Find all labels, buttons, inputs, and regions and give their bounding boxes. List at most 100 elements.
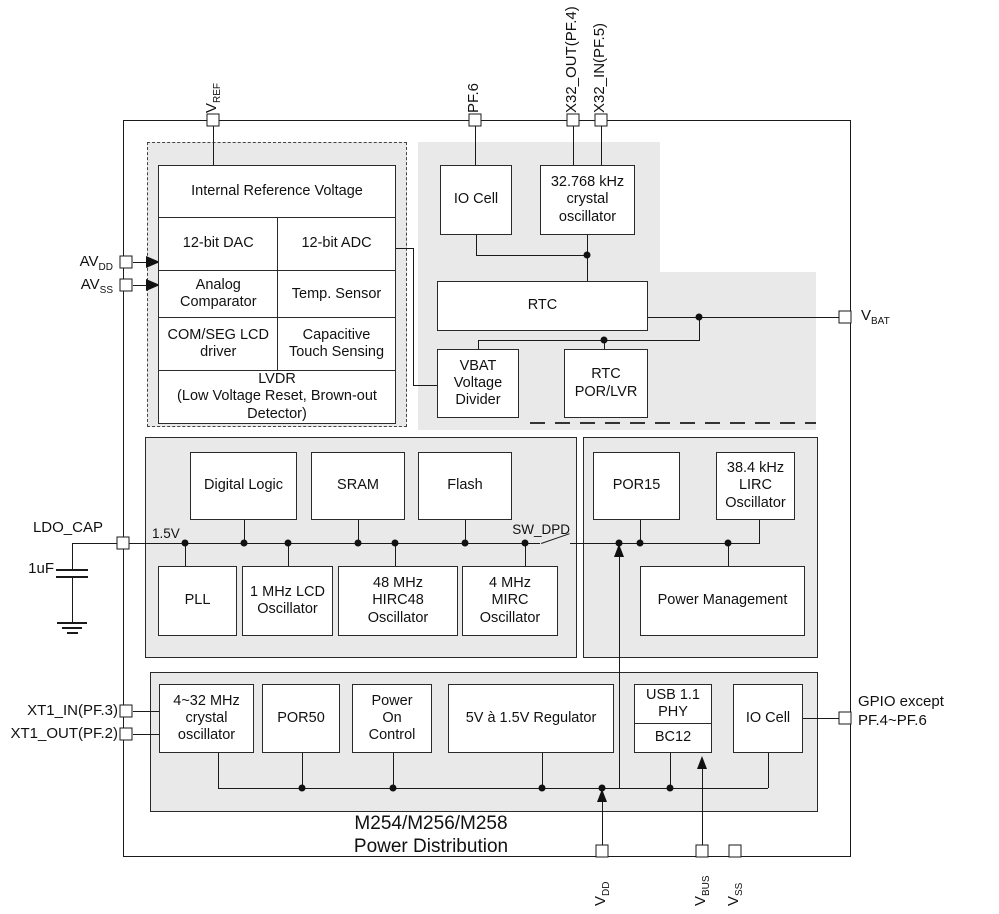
wire-ldo-left bbox=[72, 543, 117, 544]
pin-xt1-out bbox=[119, 727, 133, 741]
block-analog-comparator: Analog Comparator bbox=[158, 270, 279, 319]
block-internal-reference-voltage: Internal Reference Voltage bbox=[158, 165, 396, 218]
capacitor-plate-bottom bbox=[56, 576, 88, 578]
wire-avss bbox=[133, 285, 148, 286]
wire-pf6 bbox=[475, 126, 476, 166]
riser-power-mgmt bbox=[728, 543, 729, 567]
wire-iocell-elbow bbox=[476, 255, 588, 256]
ground-bar-2 bbox=[62, 627, 82, 629]
block-digital-logic: Digital Logic bbox=[190, 452, 297, 520]
riser-flash bbox=[465, 520, 466, 544]
vdd-feed-arrowhead bbox=[613, 544, 624, 557]
label-vref: VREF bbox=[203, 82, 223, 113]
junction-dot bbox=[598, 784, 606, 792]
junction-dot bbox=[636, 539, 644, 547]
wire-iocell-down bbox=[476, 235, 477, 256]
wire-x32in bbox=[601, 126, 602, 166]
capacitor-plate-top bbox=[56, 569, 88, 571]
rail-1v5-left bbox=[129, 543, 540, 544]
riser-pll bbox=[185, 543, 186, 566]
block-lcd-driver: COM/SEG LCD driver bbox=[158, 317, 279, 372]
block-touch-sensing: Capacitive Touch Sensing bbox=[277, 317, 396, 372]
block-hirc48: 48 MHz HIRC48 Oscillator bbox=[338, 566, 458, 636]
wire-adc-out bbox=[396, 248, 413, 249]
pin-avdd bbox=[119, 255, 133, 269]
avdd-arrowhead bbox=[146, 255, 160, 268]
block-rtc-por-lvr: RTC POR/LVR bbox=[564, 349, 648, 418]
ground-bar-3 bbox=[67, 632, 78, 634]
pin-avss bbox=[119, 278, 133, 292]
block-regulator: 5V à 1.5V Regulator bbox=[448, 684, 614, 753]
block-rtc: RTC bbox=[437, 281, 648, 331]
junction-dot bbox=[284, 539, 292, 547]
rail-1v5-right bbox=[570, 543, 759, 544]
wire-cap-bottom bbox=[72, 578, 73, 622]
riser-digital-logic bbox=[244, 520, 245, 544]
avss-arrowhead bbox=[146, 278, 160, 291]
label-xt1-out: XT1_OUT(PF.2) bbox=[10, 725, 118, 742]
riser-poc bbox=[393, 753, 394, 788]
pin-vbat bbox=[838, 310, 852, 324]
block-bc12: BC12 bbox=[634, 722, 712, 753]
wire-xtal32-rtc bbox=[587, 235, 588, 282]
junction-dot bbox=[240, 539, 248, 547]
label-x32in: X32_IN(PF.5) bbox=[591, 22, 608, 113]
riser-mirc bbox=[525, 543, 526, 566]
label-vbat: VBAT bbox=[861, 307, 890, 327]
vdd-pin-arrowhead bbox=[596, 789, 607, 802]
junction-dot bbox=[724, 539, 732, 547]
wire-adc-vertical bbox=[413, 248, 414, 386]
junction-dot bbox=[600, 336, 608, 344]
pin-vbus bbox=[695, 844, 709, 858]
riser-por50 bbox=[302, 753, 303, 788]
riser-regulator bbox=[542, 753, 543, 788]
junction-dot bbox=[354, 539, 362, 547]
wire-to-vbat-divider bbox=[478, 340, 479, 350]
junction-dot bbox=[695, 313, 703, 321]
label-sw-dpd: SW_DPD bbox=[512, 522, 570, 537]
pin-ldo-cap bbox=[116, 536, 130, 550]
riser-bc12 bbox=[670, 753, 671, 788]
block-12bit-adc: 12-bit ADC bbox=[277, 216, 396, 272]
riser-sram bbox=[358, 520, 359, 544]
wire-vref bbox=[213, 126, 214, 166]
label-avss: AVSS bbox=[80, 276, 113, 296]
block-power-management: Power Management bbox=[640, 566, 805, 636]
block-usb-phy: USB 1.1 PHY bbox=[634, 684, 712, 724]
label-ldo-cap: LDO_CAP bbox=[32, 519, 103, 536]
riser-por15 bbox=[640, 520, 641, 544]
block-io-cell-bottom: IO Cell bbox=[733, 684, 803, 753]
junction-dot bbox=[298, 784, 306, 792]
vbus-arrowhead bbox=[696, 756, 707, 769]
label-vbus: VBUS bbox=[692, 875, 712, 906]
pin-x32out bbox=[566, 113, 580, 127]
block-lcd-osc: 1 MHz LCD Oscillator bbox=[242, 566, 333, 636]
pin-x32in bbox=[594, 113, 608, 127]
wire-vbus-pin bbox=[702, 768, 703, 845]
pin-vdd bbox=[595, 844, 609, 858]
block-sram: SRAM bbox=[311, 452, 405, 520]
riser-lcd-osc bbox=[288, 543, 289, 566]
block-mirc: 4 MHz MIRC Oscillator bbox=[462, 566, 558, 636]
pin-vref bbox=[206, 113, 220, 127]
wire-vdd-pin bbox=[602, 801, 603, 845]
label-rail-voltage: 1.5V bbox=[152, 526, 180, 541]
riser-lirc bbox=[759, 520, 760, 544]
label-pf6: PF.6 bbox=[465, 82, 482, 113]
junction-dot bbox=[583, 251, 591, 259]
block-io-cell-top: IO Cell bbox=[440, 165, 512, 235]
riser-hirc48 bbox=[395, 543, 396, 566]
junction-dot bbox=[666, 784, 674, 792]
block-power-on-control: Power On Control bbox=[352, 684, 432, 753]
block-temp-sensor: Temp. Sensor bbox=[277, 270, 396, 319]
label-capacitor-value: 1uF bbox=[28, 560, 54, 577]
wire-xt1-in bbox=[133, 711, 159, 712]
diagram-title: M254/M256/M258 Power Distribution bbox=[281, 812, 581, 858]
block-por15: POR15 bbox=[593, 452, 680, 520]
chip-outline bbox=[123, 120, 851, 857]
label-gpio: GPIO except PF.4~PF.6 bbox=[858, 693, 944, 729]
wire-avdd bbox=[133, 262, 148, 263]
pin-gpio bbox=[838, 711, 852, 725]
block-lirc: 38.4 kHz LIRC Oscillator bbox=[716, 452, 795, 520]
